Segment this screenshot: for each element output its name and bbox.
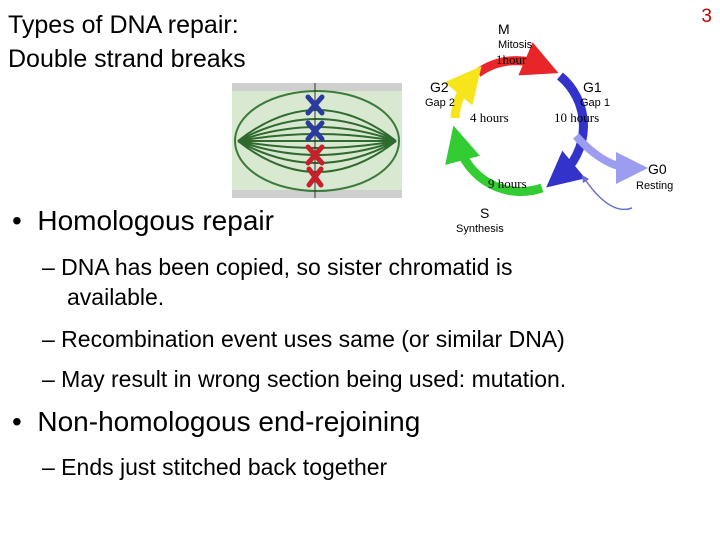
phase-m: M — [498, 21, 510, 37]
phase-g0-sub: Resting — [636, 180, 673, 192]
sub-bullet-line: – Ends just stitched back together — [42, 454, 388, 480]
cycle-arc-s — [445, 125, 544, 197]
phase-s-sub: Synthesis — [456, 223, 504, 235]
bullet-text: Non-homologous end-rejoining — [37, 406, 421, 437]
sub-bullet-stitched: – Ends just stitched back together — [42, 452, 387, 482]
phase-g0: G0 — [648, 161, 667, 177]
slide-number: 3 — [701, 6, 712, 27]
cycle-arc-g2 — [444, 66, 482, 119]
mitotic-spindle-image — [232, 83, 402, 198]
phase-g2-time: 4 hours — [470, 110, 509, 125]
phase-g2-sub: Gap 2 — [425, 97, 455, 109]
title-line-1: Types of DNA repair: — [8, 11, 239, 39]
sub-bullet-line-continued: available. — [67, 284, 165, 310]
bullet-non-homologous: • Non-homologous end-rejoining — [12, 406, 421, 437]
bullet-homologous-repair: • Homologous repair — [12, 205, 274, 236]
sub-bullet-recombination: – Recombination event uses same (or simi… — [42, 324, 565, 354]
sub-bullet-line: – May result in wrong section being used… — [42, 366, 567, 392]
cycle-arrow-from-g0 — [581, 174, 633, 211]
sub-bullet-sister-chromatid: – DNA has been copied, so sister chromat… — [42, 252, 512, 312]
bullet-text: Homologous repair — [37, 205, 274, 236]
phase-s-time: 9 hours — [488, 176, 527, 191]
phase-s: S — [480, 205, 489, 221]
phase-m-sub: Mitosis — [498, 39, 533, 51]
title-line-2: Double strand breaks — [8, 45, 246, 73]
phase-m-time: 1hour — [496, 52, 527, 67]
sub-bullet-line: – Recombination event uses same (or simi… — [42, 326, 565, 352]
phase-g1-sub: Gap 1 — [580, 97, 610, 109]
phase-g1: G1 — [583, 79, 602, 95]
cycle-arc-g1 — [546, 72, 588, 188]
cycle-arc-mitosis — [475, 42, 559, 77]
phase-g1-time: 10 hours — [554, 110, 599, 125]
phase-g2: G2 — [430, 79, 449, 95]
cycle-arrow-to-g0 — [573, 133, 648, 184]
sub-bullet-line: – DNA has been copied, so sister chromat… — [42, 254, 513, 280]
sub-bullet-mutation: – May result in wrong section being used… — [42, 364, 566, 394]
slide-title: Types of DNA repair: Double strand break… — [8, 8, 246, 76]
cell-cycle-diagram: M Mitosis 1hour G1 Gap 1 10 hours G0 Res… — [425, 21, 673, 235]
